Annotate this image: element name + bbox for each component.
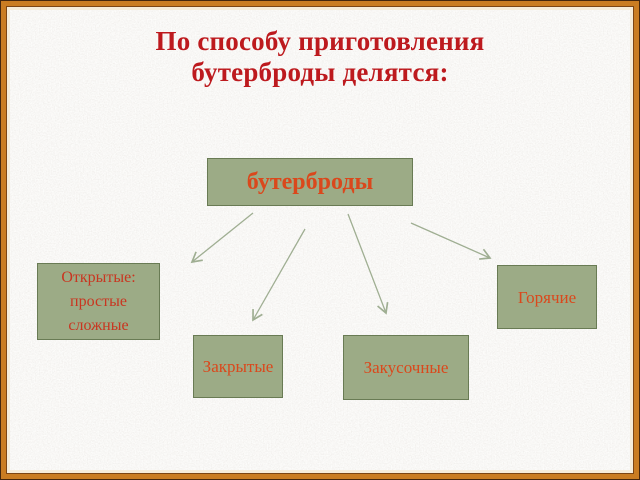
node-snack: Закусочные <box>343 335 469 400</box>
node-open-line2: простые <box>70 292 127 310</box>
node-snack-label: Закусочные <box>363 358 449 377</box>
arrow-to-closed <box>252 228 306 322</box>
arrow-to-hot <box>410 222 492 260</box>
node-hot: Горячие <box>497 265 597 329</box>
diagram-layer: По способу приготовления бутерброды деля… <box>10 10 630 470</box>
node-open-line1: Открытые: <box>61 268 136 286</box>
arrow-to-snack <box>347 213 389 315</box>
slide-title-line2: бутерброды делятся: <box>191 57 449 87</box>
slide-frame-inner: По способу приготовления бутерброды деля… <box>6 6 634 474</box>
slide-content: По способу приготовления бутерброды деля… <box>10 10 630 470</box>
node-open: Открытые: простые сложные <box>37 263 160 340</box>
slide-title-line1: По способу приготовления <box>155 26 485 56</box>
node-closed-label: Закрытые <box>202 357 274 376</box>
node-sandwiches-label: бутерброды <box>246 168 374 195</box>
arrow-to-open <box>190 212 254 264</box>
node-closed: Закрытые <box>193 335 283 398</box>
node-sandwiches: бутерброды <box>207 158 413 206</box>
slide-title: По способу приготовления бутерброды деля… <box>10 26 630 88</box>
node-open-line3: сложные <box>68 316 129 334</box>
node-hot-label: Горячие <box>517 287 577 307</box>
